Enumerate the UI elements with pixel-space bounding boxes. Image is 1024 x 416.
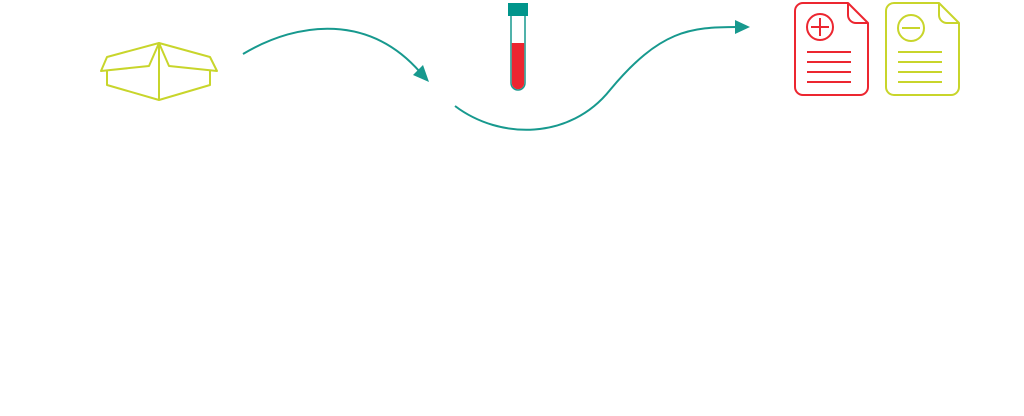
negative-result-document-icon	[885, 2, 960, 96]
positive-result-document-icon	[794, 2, 869, 96]
curved-arrow-icon	[242, 27, 429, 82]
wave-arrow-icon	[454, 20, 750, 131]
blood-test-tube-icon	[508, 3, 528, 91]
open-box-icon	[100, 42, 218, 101]
